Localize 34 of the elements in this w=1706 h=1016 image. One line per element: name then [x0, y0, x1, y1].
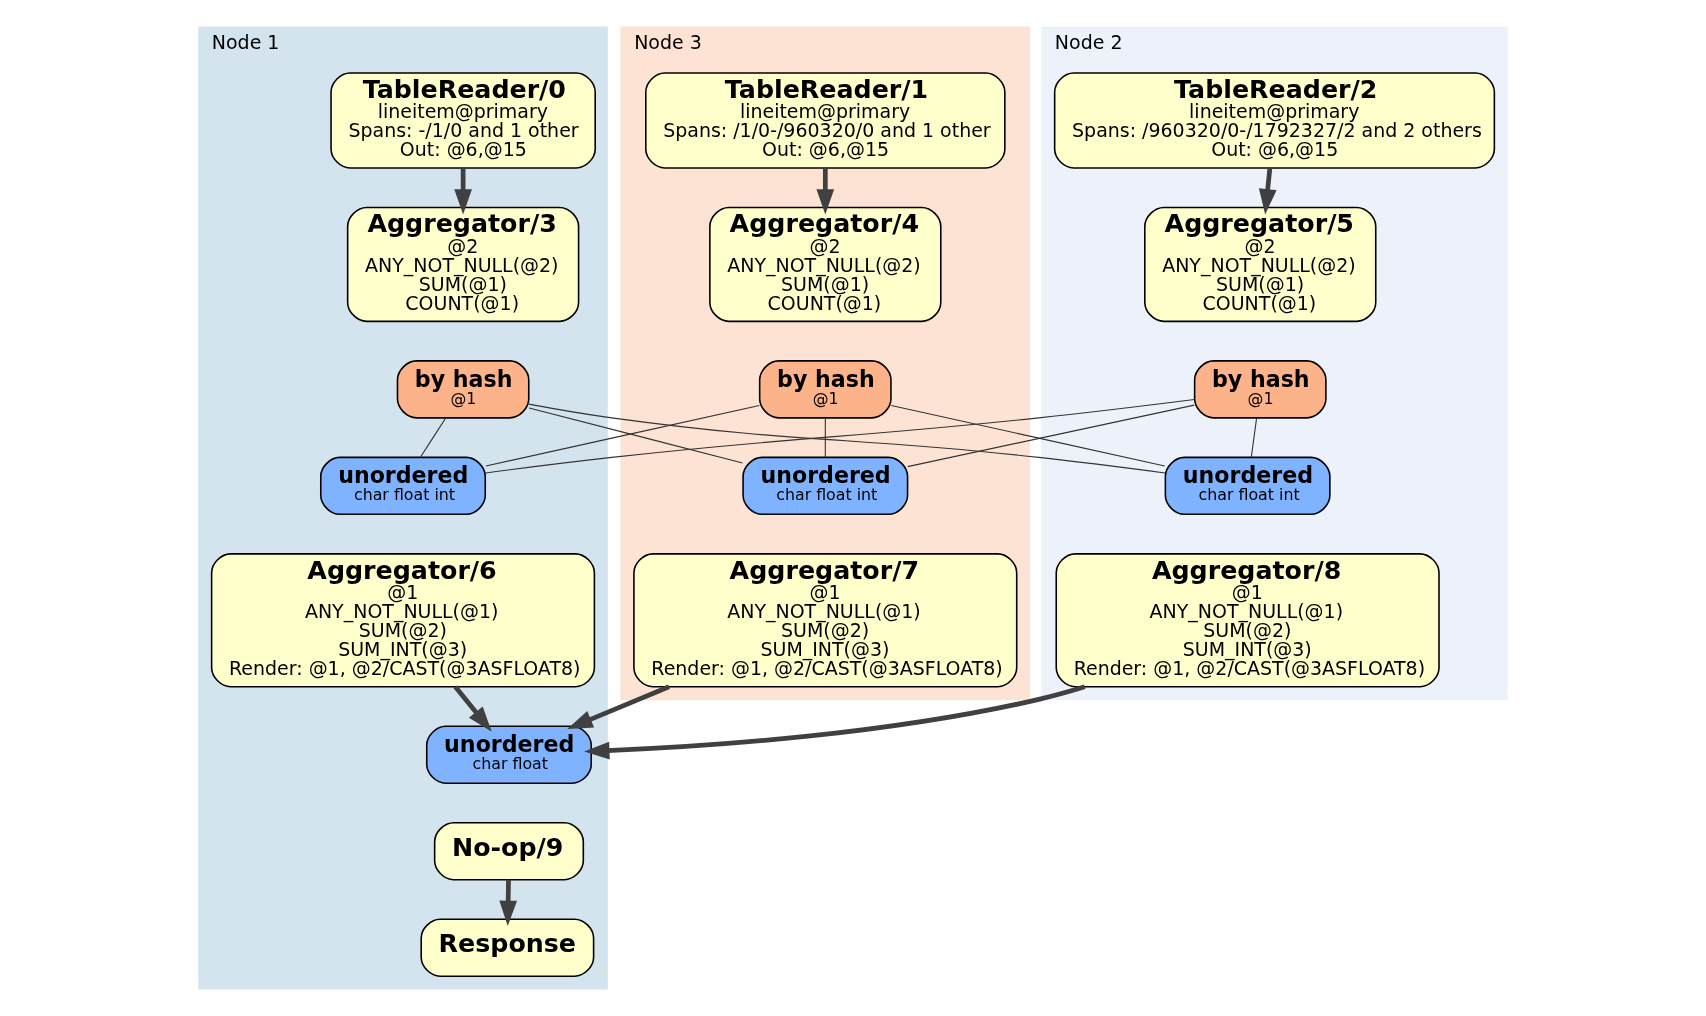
arrow: [1258, 167, 1277, 215]
connector: [890, 405, 1166, 467]
node-box: Aggregator/6 @1 ANY_NOT_NULL(@1) SUM(@2) SUM_INT(@3) Render: @1, @2/CAST(@3ASFLOAT8): [210, 553, 596, 688]
node-box: by hash @1: [1193, 360, 1327, 419]
node-box: Aggregator/4 @2 ANY_NOT_NULL(@2) SUM(@1) COUNT(@1): [709, 206, 942, 323]
arrow: [454, 168, 472, 215]
node-box: Response: [420, 918, 595, 977]
arrow: [567, 684, 670, 729]
connector: [528, 407, 744, 464]
node-box: unordered char float int: [319, 456, 487, 516]
node-box: by hash @1: [396, 360, 530, 419]
connector: [420, 417, 447, 458]
arrow: [584, 684, 1086, 760]
connector: [824, 417, 826, 458]
node-box: unordered char float int: [1164, 456, 1331, 516]
node-box: Aggregator/7 @1 ANY_NOT_NULL(@1) SUM(@2) SUM_INT(@3) Render: @1, @2/CAST(@3ASFLOAT8): [633, 553, 1018, 688]
connector: [485, 398, 1195, 474]
node-box: Aggregator/5 @2 ANY_NOT_NULL(@2) SUM(@1) COUNT(@1): [1144, 206, 1377, 323]
node-box: TableReader/0 lineitem@primary Spans: -/1/0 and 1 other Out: @6,@15: [330, 72, 596, 169]
node-box: by hash @1: [758, 360, 892, 419]
connector: [1250, 417, 1258, 458]
arrow: [499, 879, 518, 927]
node-box: Aggregator/8 @1 ANY_NOT_NULL(@1) SUM(@2) SUM_INT(@3) Render: @1, @2/CAST(@3ASFLOAT8): [1055, 553, 1440, 688]
connector: [907, 404, 1195, 468]
arrow: [816, 168, 835, 215]
node-box: No-op/9: [433, 821, 585, 881]
node-box: TableReader/2 lineitem@primary Spans: /960320/0-/1792327/2 and 2 others Out: @6,@15: [1053, 72, 1496, 169]
connector: [528, 403, 1166, 474]
node-box: unordered char float: [425, 725, 592, 784]
node-box: TableReader/1 lineitem@primary Spans: /1/0-/960320/0 and 1 other Out: @6,@15: [645, 72, 1006, 169]
arrow: [453, 685, 492, 732]
connector: [485, 405, 760, 467]
node-box: unordered char float int: [742, 456, 909, 516]
node-box: Aggregator/3 @2 ANY_NOT_NULL(@2) SUM(@1) COUNT(@1): [346, 206, 580, 323]
